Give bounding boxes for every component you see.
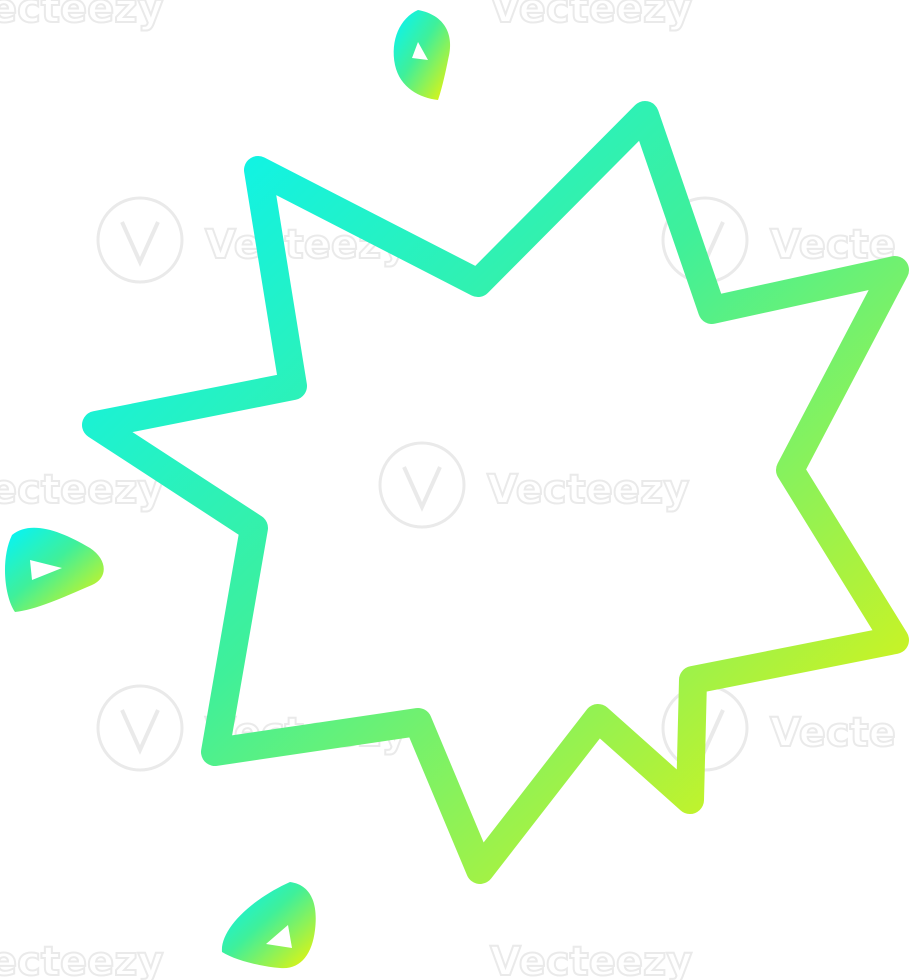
svg-text:Vecte: Vecte bbox=[770, 710, 896, 756]
watermark-logo-bottom-left bbox=[96, 684, 184, 772]
watermark-logo-center bbox=[378, 441, 466, 529]
debris-fragment-left-hole bbox=[30, 560, 62, 580]
svg-text:Vecteezy: Vecteezy bbox=[490, 939, 692, 980]
debris-fragment-bottom bbox=[221, 882, 316, 969]
svg-text:ecteezy: ecteezy bbox=[0, 0, 164, 32]
watermark-logo-top-left bbox=[96, 196, 184, 284]
debris-fragment-bottom-hole bbox=[266, 925, 292, 948]
svg-text:ecteezy: ecteezy bbox=[0, 467, 164, 513]
svg-text:Vecteezy: Vecteezy bbox=[487, 467, 689, 513]
explosion-burst-outline bbox=[82, 101, 909, 884]
svg-text:ecteezy: ecteezy bbox=[0, 939, 164, 980]
debris-fragment-top-hole bbox=[412, 42, 428, 60]
svg-text:Vecteezy: Vecteezy bbox=[490, 0, 692, 32]
